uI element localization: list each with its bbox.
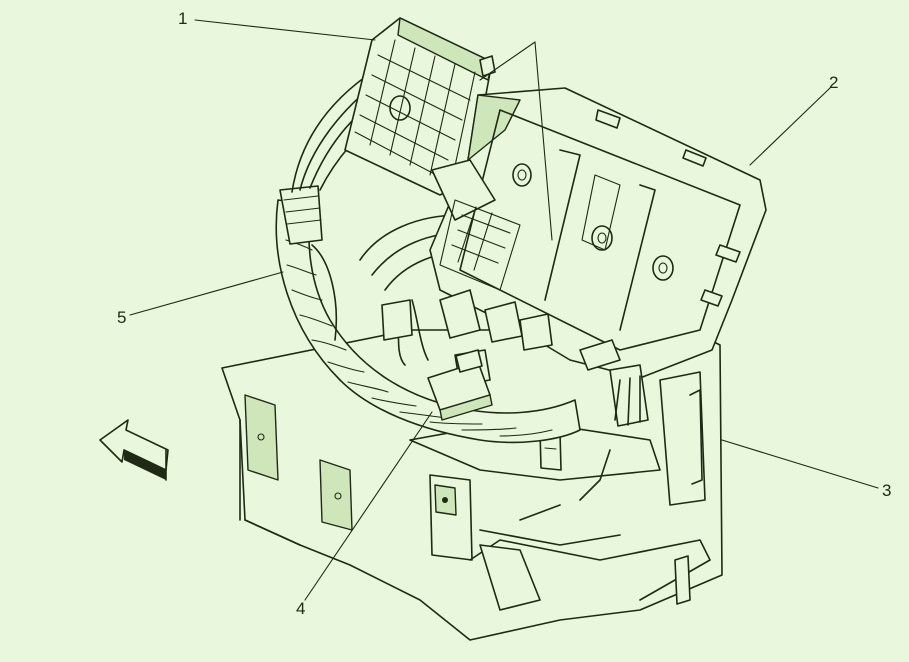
callout-leaders [129, 19, 879, 601]
front-direction-arrow-icon [99, 419, 169, 481]
small-connector [427, 349, 493, 421]
callout-5-label: 5 [117, 308, 127, 327]
callout-4-label: 4 [296, 599, 306, 618]
harness-connector [344, 17, 496, 196]
mounting-bracket [221, 329, 723, 641]
callout-3-label: 3 [882, 481, 892, 500]
callout-1-label: 1 [178, 9, 188, 28]
junction-block [429, 87, 767, 427]
callout-2-label: 2 [829, 73, 839, 92]
